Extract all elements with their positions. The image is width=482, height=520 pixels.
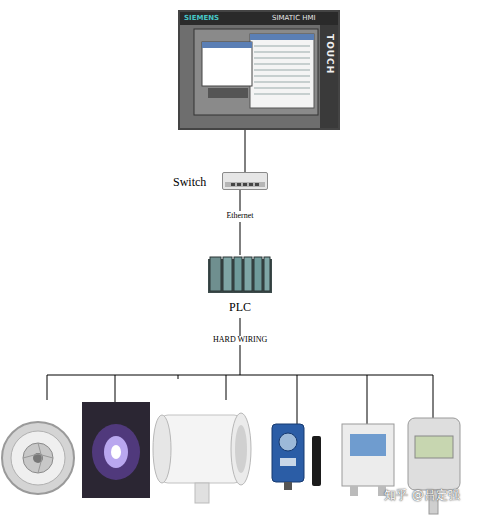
touch-text: TOUCH xyxy=(325,34,334,74)
wire xyxy=(297,375,298,424)
node-label: Switch xyxy=(173,176,206,188)
gas-detector-device xyxy=(272,424,321,490)
connector-line xyxy=(240,190,241,255)
flame-device xyxy=(82,402,150,498)
connector-line xyxy=(245,130,246,172)
wire xyxy=(178,375,179,379)
wire xyxy=(47,375,48,400)
pressure-sensor-device xyxy=(342,424,394,496)
switch-icon xyxy=(223,173,267,189)
fan-device xyxy=(2,422,74,494)
wire xyxy=(433,375,434,418)
plc-rack xyxy=(208,255,272,295)
hmi-screen xyxy=(180,12,338,128)
wire xyxy=(367,375,368,424)
wire xyxy=(226,375,227,400)
model-text: SIMATIC HMI xyxy=(272,15,316,22)
watermark: 知乎 @吕定强 xyxy=(384,489,460,502)
wire xyxy=(115,375,116,402)
switch-box: Switch xyxy=(222,172,268,190)
bus-line xyxy=(47,375,433,376)
duct-fan-device xyxy=(153,413,251,503)
wiring-label: HARD WIRING xyxy=(213,336,267,345)
wire xyxy=(240,318,241,375)
edge-label: Ethernet xyxy=(226,211,253,222)
plc-box: PLC xyxy=(208,255,272,295)
brand-text: SIEMENS xyxy=(184,15,219,22)
node-label: PLC xyxy=(229,301,251,313)
hmi-panel: SIEMENS SIMATIC HMI TOUCH xyxy=(178,10,340,130)
